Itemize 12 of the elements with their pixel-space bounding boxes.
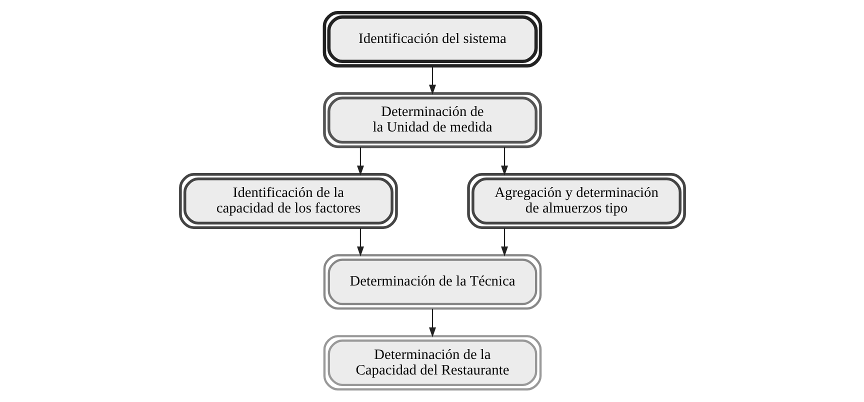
node-box: Determinación de la Capacidad del Restaurante: [322, 335, 542, 390]
arrow: [356, 147, 364, 176]
node-box: Identificación del sistema: [322, 10, 542, 68]
node-box: Identificación de la capacidad de los factores: [178, 173, 398, 229]
node-box: Agregación y determinación de almuerzos tipo: [466, 173, 686, 229]
arrow: [428, 66, 436, 95]
arrow: [356, 228, 364, 256]
arrow: [428, 308, 436, 338]
node-box: Determinación de la Técnica: [322, 254, 542, 310]
arrow: [500, 228, 508, 256]
node-box: Determinación de la Unidad de medida: [322, 92, 542, 148]
arrow: [500, 147, 508, 176]
